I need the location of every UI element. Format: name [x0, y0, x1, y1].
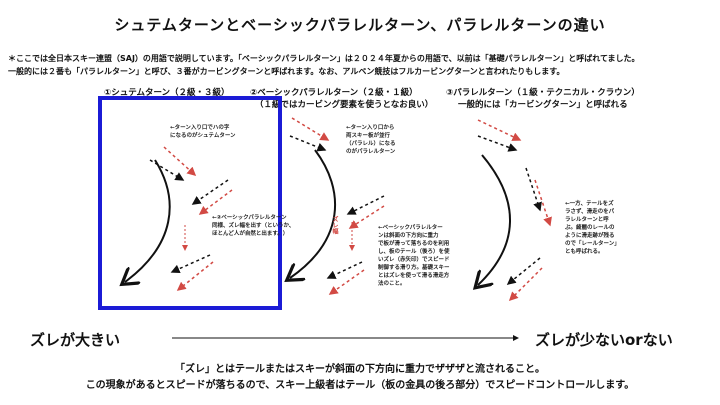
stem-red-arrow-3 [176, 261, 214, 291]
par-red-arrow-3 [508, 267, 543, 302]
stem-black-arrow-3 [170, 254, 211, 274]
stem-turn-highlight-frame [98, 96, 282, 310]
par-black-arrow-2 [525, 167, 542, 212]
bp-red-arrow-1 [291, 117, 330, 141]
intro-line-1: ＊ここでは全日本スキー連盟（SAJ）の用語で説明しています。「ベーシックパラレル… [8, 54, 640, 63]
par-red-arrow-2 [534, 179, 552, 227]
parallel-diagram [477, 119, 552, 302]
scale-right-label: ズレが少ないorない [535, 331, 673, 349]
basic-parallel-heading: ②ベーシックパラレルターン（２級・１級） [250, 88, 418, 98]
par-black-arrow-1 [477, 135, 518, 152]
basic-parallel-curve [290, 149, 336, 278]
par-note: ←一方、テールをズ ラさず、滑走のをパ ラレルターンと呼 ぶ。綺麗のレールの よ… [565, 201, 620, 255]
basic-parallel-subheading: （１級ではカービング要素を使うとなお良い） [255, 100, 434, 110]
stem-note-entry: ←ターン入り口でハの字 になるのがシュテムターン [170, 125, 236, 139]
bp-black-arrow-1 [289, 135, 327, 152]
parallel-curve [478, 154, 511, 285]
parallel-subheading: 一般的には「カービングターン」と呼ばれる [458, 100, 628, 110]
drift-width-label: ズレ幅 [331, 216, 338, 234]
parallel-heading: ③パラレルターン（１級・テクニカル・クラウン） [446, 88, 640, 98]
par-black-arrow-3 [506, 257, 541, 285]
stem-red-arrow-1 [163, 146, 197, 177]
stem-turn-diagram [125, 146, 233, 291]
stem-turn-curve [125, 159, 171, 282]
par-red-arrow-1 [477, 119, 522, 141]
stem-red-arrow-2 [198, 189, 233, 215]
bp-red-arrow-2 [348, 205, 385, 229]
bp-note-entry: ←ターン入り口から 両スキー板が並行 （パラレル）になる のがパラレルターン [346, 125, 396, 155]
stem-black-arrow-2 [191, 179, 229, 205]
bp-black-arrow-2 [346, 195, 385, 215]
bp-red-arrow-3 [328, 269, 365, 295]
footer-line-2: この現象があるとスピードが落ちるので、スキー上級者はテール（板の金具の後ろ部分）… [85, 380, 635, 391]
scale-left-label: ズレが大きい [30, 331, 121, 349]
intro-line-2: 一般的には２番も「パラレルターン」と呼び、３番がカービングターンと呼ばれます。な… [8, 67, 565, 76]
stem-turn-heading: ①シュテムターン（２級・３級） [104, 88, 230, 98]
page-title: シュテムターンとベーシックパラレルターン、パラレルターンの違い [114, 16, 606, 34]
basic-parallel-diagram [289, 117, 385, 295]
intro-text: ＊ここでは全日本スキー連盟（SAJ）の用語で説明しています。「ベーシックパラレル… [8, 52, 720, 78]
bp-note-drift: ←ベーシックパラレルター ンは斜面の下方向に重力 で板が滑って落ちるのを利用 し… [378, 225, 450, 287]
stem-black-arrow-1 [149, 159, 185, 181]
footer-line-1: 「ズレ」とはテールまたはスキーが斜面の下方向に重力でザザザと流されること。 [175, 364, 545, 375]
footer-explanation: 「ズレ」とはテールまたはスキーが斜面の下方向に重力でザザザと流されること。 この… [0, 362, 720, 394]
stem-note-drift: ←②ベーシックパラレルターン 同様、ズレ幅を出す（というか、 ほとんど人が自然と… [212, 215, 295, 237]
bp-black-arrow-3 [326, 261, 363, 279]
